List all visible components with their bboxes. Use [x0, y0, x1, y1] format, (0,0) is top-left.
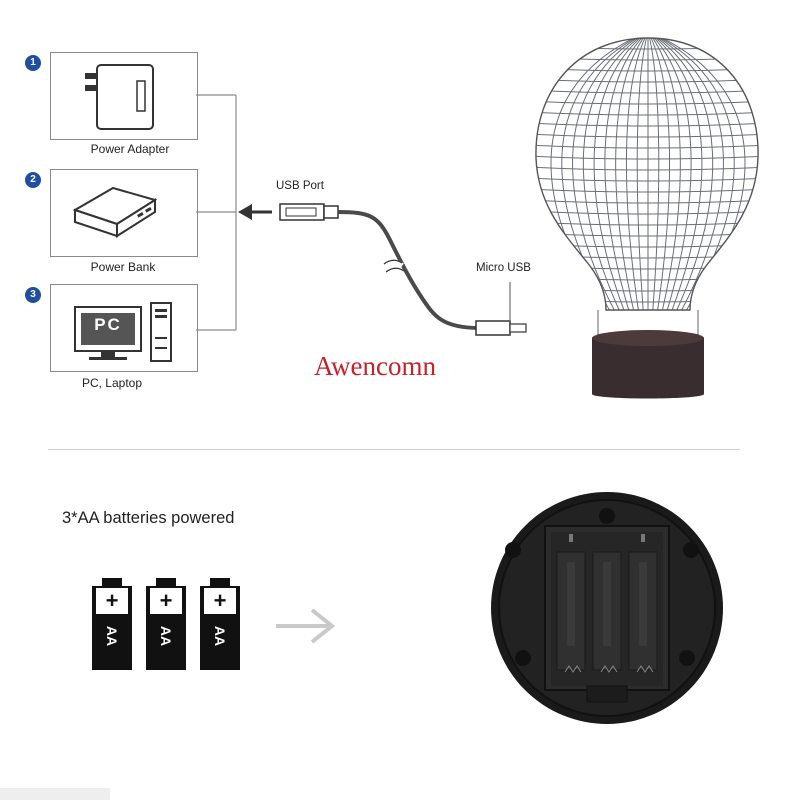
power-adapter-icon	[85, 64, 154, 130]
battery-title: 3*AA batteries powered	[62, 509, 235, 527]
battery-compartment	[491, 492, 723, 724]
micro-usb-label: Micro USB	[476, 262, 531, 274]
power-adapter-box	[50, 52, 198, 140]
battery-label: AA	[104, 625, 120, 647]
pc-laptop-label: PC, Laptop	[81, 376, 143, 390]
step-badge-3: 3	[25, 287, 41, 303]
power-bank-box	[50, 169, 198, 257]
arrow-right-icon	[276, 608, 336, 644]
lamp-base	[592, 338, 704, 399]
connector-bracket	[196, 94, 237, 331]
battery-label: AA	[158, 625, 174, 647]
section-divider	[48, 449, 740, 450]
battery-plus: +	[213, 588, 227, 613]
pc-screen-text: PC	[94, 315, 122, 334]
step-badge-2: 2	[25, 172, 41, 188]
battery-plus: +	[105, 588, 119, 613]
power-bank-label: Power Bank	[90, 260, 156, 274]
step-badge-1: 1	[25, 55, 41, 71]
aa-batteries: + AA + AA + AA	[92, 578, 252, 670]
bulb-lamp-icon	[535, 37, 759, 399]
usb-cable	[238, 203, 527, 336]
bottom-strip	[0, 788, 110, 800]
pc-box: PC	[50, 284, 198, 372]
aa-battery: + AA	[200, 578, 240, 670]
brand-watermark: Awencomn	[314, 351, 436, 381]
power-adapter-label: Power Adapter	[90, 142, 170, 156]
battery-label: AA	[212, 625, 228, 647]
aa-battery: + AA	[92, 578, 132, 670]
pc-icon	[74, 302, 172, 362]
power-bank-icon	[72, 186, 158, 238]
usb-port-label: USB Port	[276, 180, 324, 192]
battery-plus: +	[159, 588, 173, 613]
arrow-left-icon	[238, 204, 252, 220]
aa-battery: + AA	[146, 578, 186, 670]
